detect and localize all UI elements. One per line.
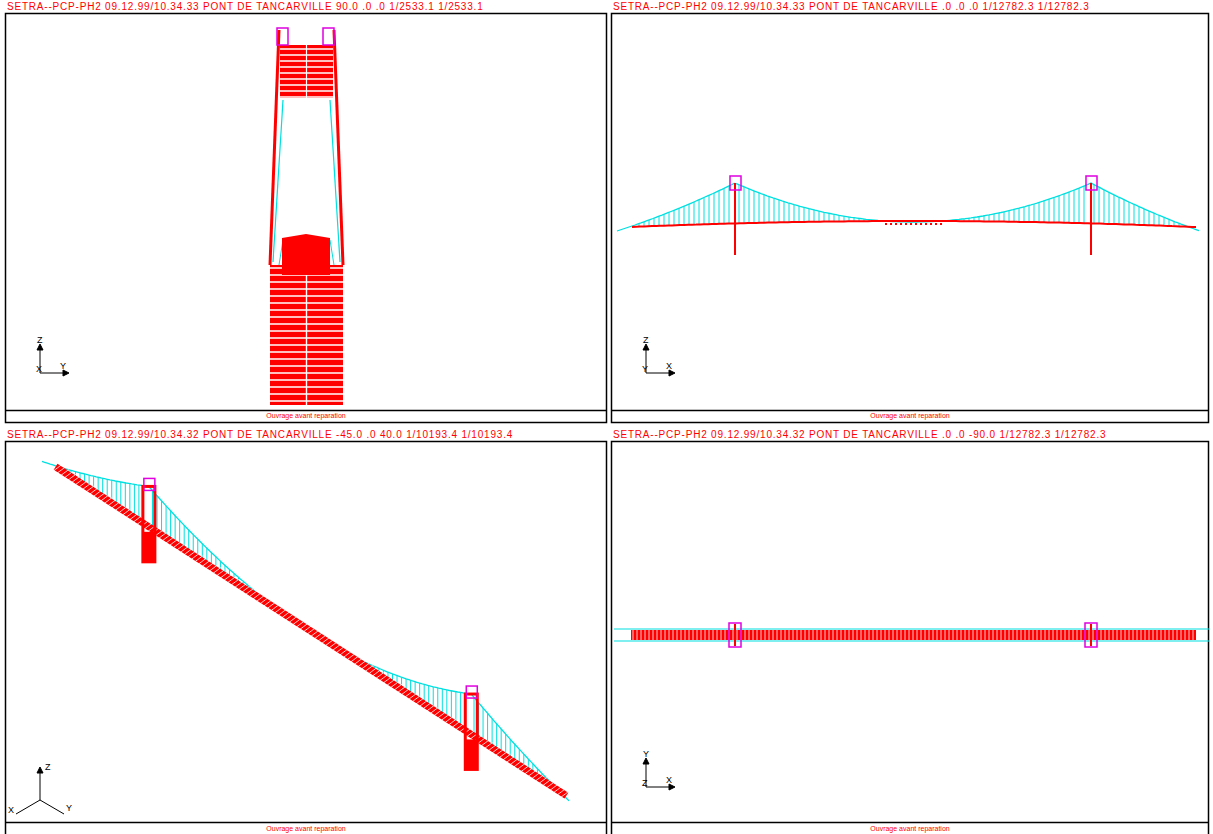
axis-label: Z <box>45 763 51 772</box>
axis-label: Y <box>66 804 72 813</box>
axis-label: Z <box>643 336 649 345</box>
axis-label: Y <box>60 362 66 371</box>
caption: Ouvrage avant reparation <box>868 412 951 419</box>
caption: Ouvrage avant reparation <box>868 825 951 832</box>
axis-label: Z <box>642 779 648 788</box>
caption: Ouvrage avant reparation <box>264 825 347 832</box>
axis-label: Y <box>642 365 648 374</box>
title-bar: SETRA--PCP-PH2 09.12.99/10.34.33 PONT DE… <box>613 2 1090 12</box>
axis-label: X <box>666 362 672 371</box>
title-bar: SETRA--PCP-PH2 09.12.99/10.34.32 PONT DE… <box>7 430 513 440</box>
axis-label: Y <box>643 750 649 759</box>
title-bar: SETRA--PCP-PH2 09.12.99/10.34.33 PONT DE… <box>7 2 484 12</box>
caption: Ouvrage avant reparation <box>264 412 347 419</box>
axis-label: X <box>666 776 672 785</box>
axis-label: Z <box>37 336 43 345</box>
title-bar: SETRA--PCP-PH2 09.12.99/10.34.32 PONT DE… <box>613 430 1106 440</box>
axis-label: X <box>36 365 42 374</box>
axis-label: X <box>8 806 14 815</box>
